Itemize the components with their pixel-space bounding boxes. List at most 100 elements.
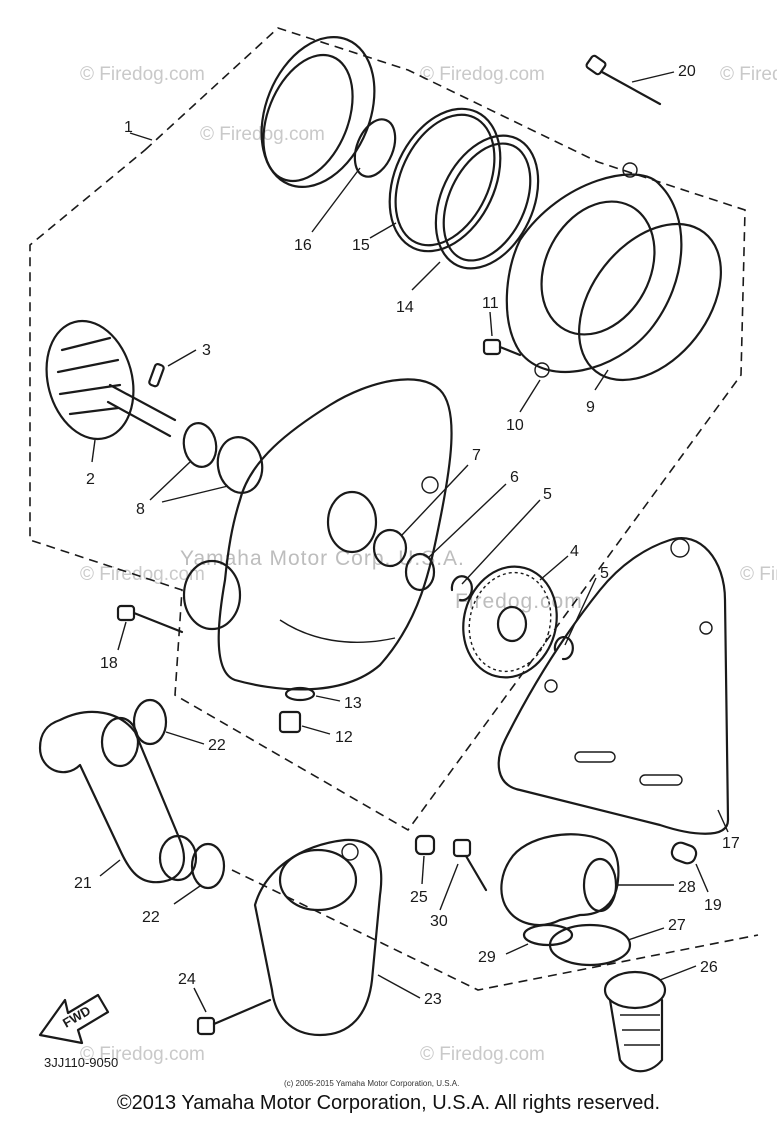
impeller-shaft-bottom [106,400,172,438]
seal-inner [262,53,354,183]
fwd-label: FWD [60,1003,93,1031]
callout-20: 20 [678,63,696,80]
leader-21 [99,859,121,877]
leader-24 [193,987,207,1013]
cap-25 [414,834,436,856]
housing-23-top [278,848,358,912]
plug-19 [670,841,698,865]
pipe-end-top [100,716,140,768]
cover-body [505,173,683,373]
circlip-5a [450,575,473,602]
pipe-body [38,710,185,884]
bolt-11-head [482,338,502,356]
callout-27: 27 [668,917,686,934]
leader-15 [369,222,397,239]
part-10-pump-cover [505,162,683,413]
plug-12 [278,710,302,734]
part-23-thermostat-housing [253,838,421,1037]
leader-12 [301,725,331,735]
ring-14-inner [442,142,532,262]
gasket-hole-2 [699,621,713,635]
part-2-impeller [45,319,177,463]
callout-30: 30 [430,913,448,930]
part-30-bolt [439,838,488,911]
watermarks: © Firedog.com © Firedog.com © Firedog.co… [80,64,777,1065]
callout-15: 15 [352,237,370,254]
leader-20 [631,71,675,83]
part-27-o-ring [548,923,665,967]
leader-10 [519,379,541,413]
bolt-18-shank [132,611,184,634]
part-19-plug [670,841,709,893]
callout-22a: 22 [208,737,226,754]
callout-12: 12 [335,729,353,746]
watermark-center: Yamaha Motor Corp. U.S.A. [180,547,465,570]
callout-1: 1 [124,119,133,136]
thermostat-body [608,998,664,1073]
watermark-mid-left: © Firedog.com [80,564,205,585]
leader-8b [161,485,229,503]
callout-7: 7 [472,447,481,464]
cover-28-outlet [582,857,618,913]
callout-28: 28 [678,879,696,896]
leader-16 [311,167,361,233]
leader-5a [461,499,541,585]
gear-hub [496,605,528,643]
leader-22a [165,731,205,745]
gasket-slot-1 [574,751,616,763]
leader-23 [377,974,421,999]
housing-rib [279,619,396,643]
part-15-ring [369,107,502,253]
callout-6: 6 [510,469,519,486]
pipe-end-bottom [158,834,198,882]
leader-6 [427,483,507,559]
callout-11: 11 [482,295,499,312]
leader-25 [421,855,425,885]
housing-bore [326,490,378,554]
callout-5a: 5 [543,486,552,503]
bolt-30-shank [464,854,488,892]
cover-bore [540,200,656,336]
callout-8: 8 [136,501,145,518]
leader-19 [695,863,709,893]
diagram-code: 3JJ110-9050 [44,1055,118,1070]
leader-26 [659,965,697,981]
gasket-outline [497,537,730,835]
watermark-top-left: © Firedog.com [80,64,205,85]
housing-boss [421,476,439,494]
o-ring-22b [190,842,226,890]
watermark-bottom-left: © Firedog.com [80,1044,205,1065]
gear-outer [462,565,558,679]
part-24-bolt [193,987,272,1036]
part-20-bolt [585,54,675,106]
callout-2: 2 [86,471,95,488]
part-18-bolt [116,604,184,651]
ring-29 [522,923,574,947]
leader-8a [149,461,191,501]
callout-21: 21 [74,875,92,892]
part-6-washer [404,483,507,592]
callout-14: 14 [396,299,414,316]
part-3-pin [148,349,197,388]
gear-teeth [468,571,552,673]
impeller-disc [45,319,135,441]
callout-19: 19 [704,897,722,914]
housing-inlet [182,559,242,631]
leader-4 [539,555,569,581]
part-29-ring [505,923,574,955]
callout-22b: 22 [142,909,160,926]
leader-5b [564,577,597,646]
seal-outer [260,36,376,188]
callout-25: 25 [410,889,428,906]
ring-15-outer [388,107,502,253]
seal-plate [353,118,397,178]
copyright-footer: ©2013 Yamaha Motor Corporation, U.S.A. A… [116,1092,661,1114]
callout-18: 18 [100,655,118,672]
bolt-18-head [116,604,136,622]
pump-housing [182,378,453,691]
gasket-slot-2 [639,774,683,786]
bolt-30-head [452,838,472,858]
part-28-thermostat-cover [500,833,674,927]
fwd-arrow-shape [38,993,110,1045]
callout-16: 16 [294,237,312,254]
